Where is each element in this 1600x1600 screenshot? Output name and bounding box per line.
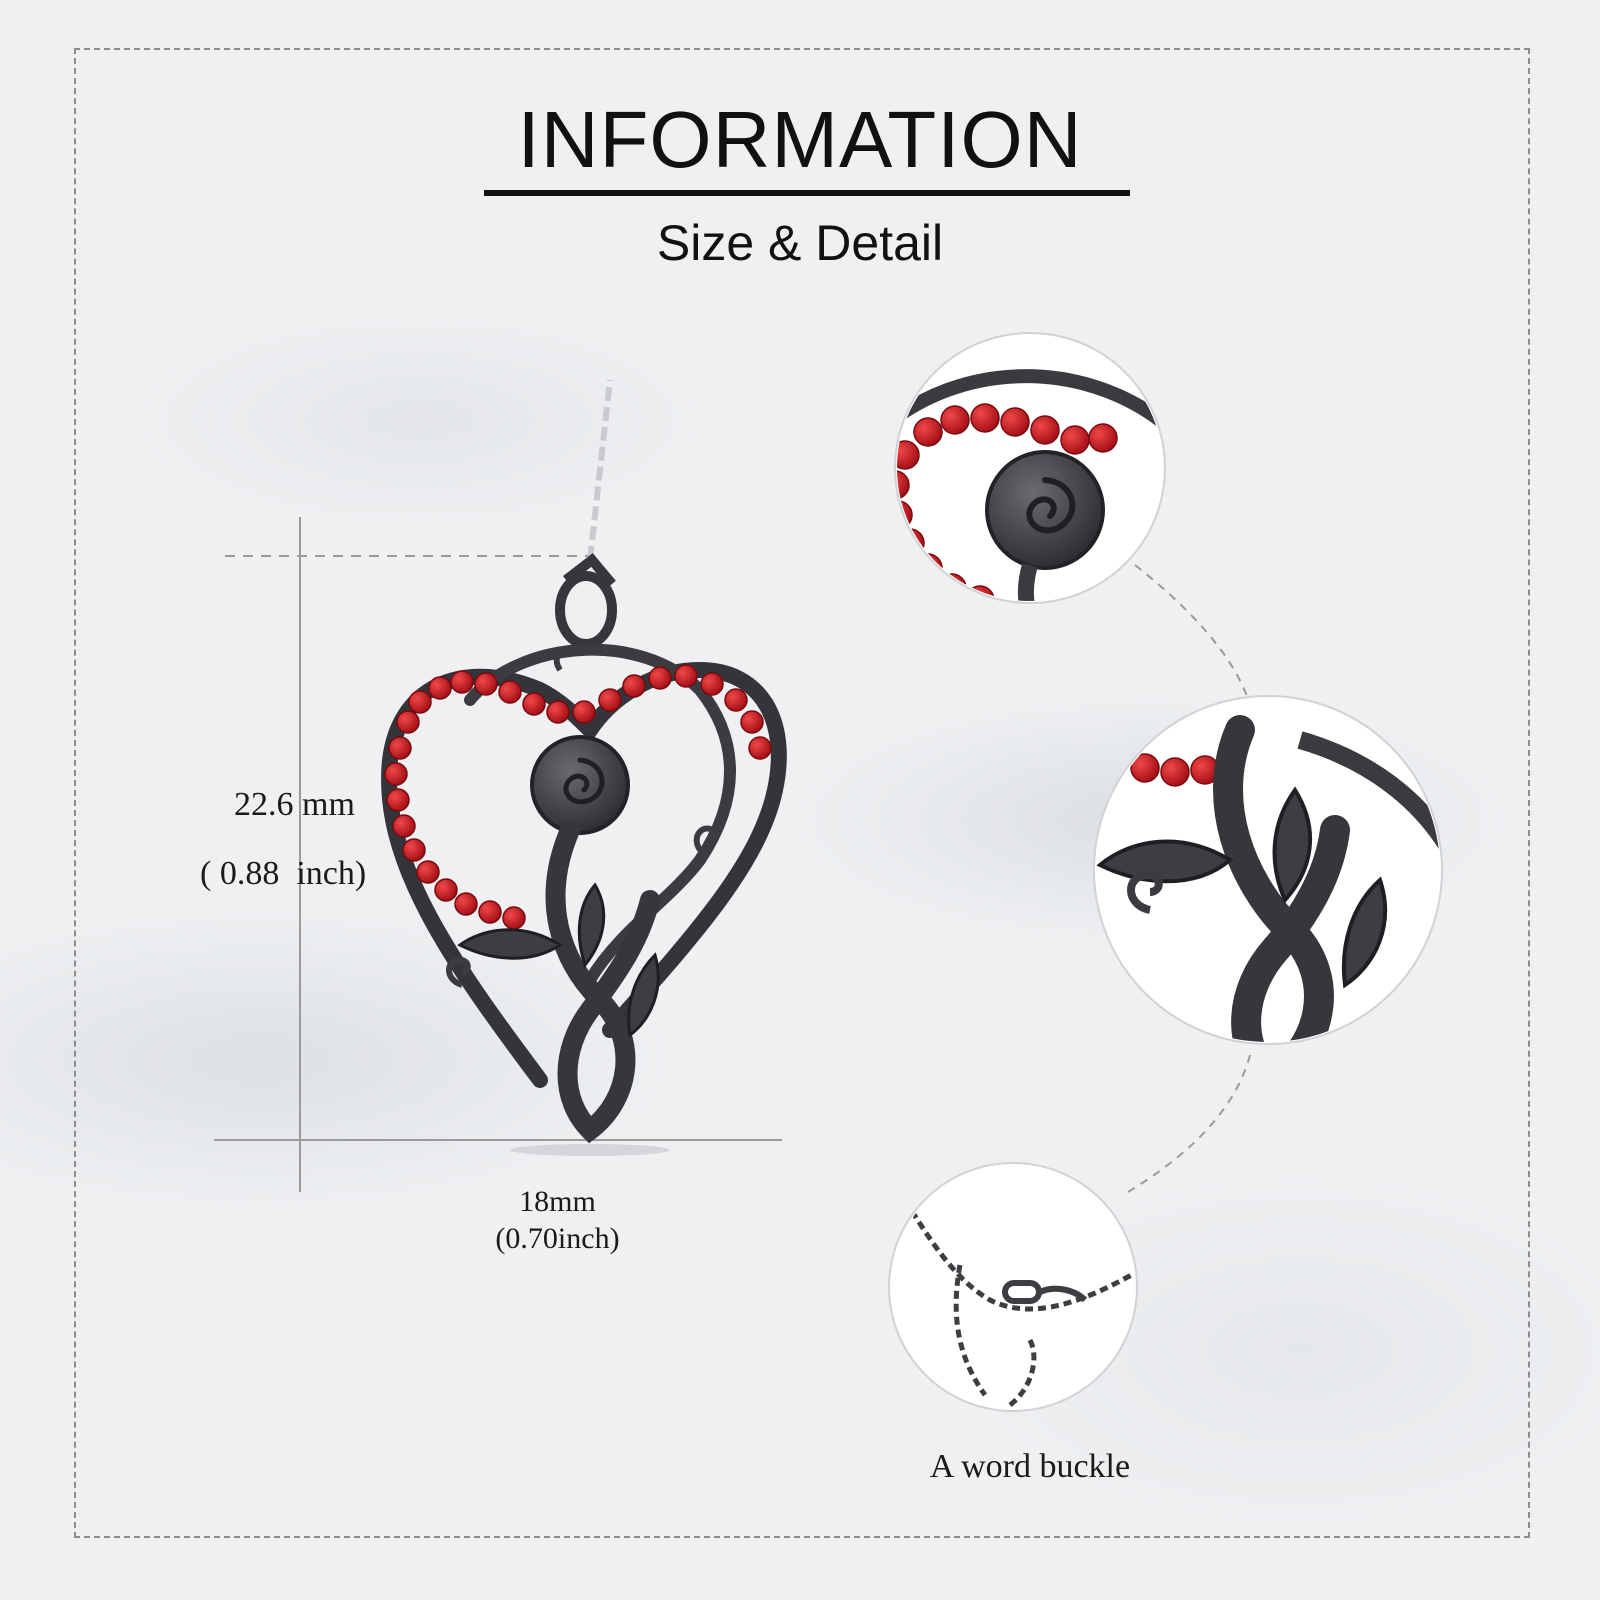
- page-title: INFORMATION: [517, 95, 1083, 184]
- width-mm-label: 18mm: [519, 1185, 596, 1218]
- zoom-leaf-detail-icon: [1093, 695, 1443, 1045]
- title-underline: [484, 190, 1130, 196]
- height-mm-label: 22.6 mm: [234, 786, 355, 823]
- zoom-rose-detail-icon: [894, 332, 1166, 604]
- heart-rose-pendant-icon: [381, 379, 787, 1156]
- width-inch-label: (0.70inch): [495, 1222, 620, 1255]
- height-inch-label: ( 0.88 inch): [200, 855, 367, 892]
- detail-connector: [1127, 564, 1251, 1193]
- zoom-clasp-detail-icon: [888, 1162, 1138, 1412]
- dashed-frame: [74, 48, 1530, 1538]
- page-subtitle: Size & Detail: [656, 215, 944, 271]
- clasp-caption: A word buckle: [929, 1448, 1131, 1485]
- dimension-guides: [214, 517, 782, 1192]
